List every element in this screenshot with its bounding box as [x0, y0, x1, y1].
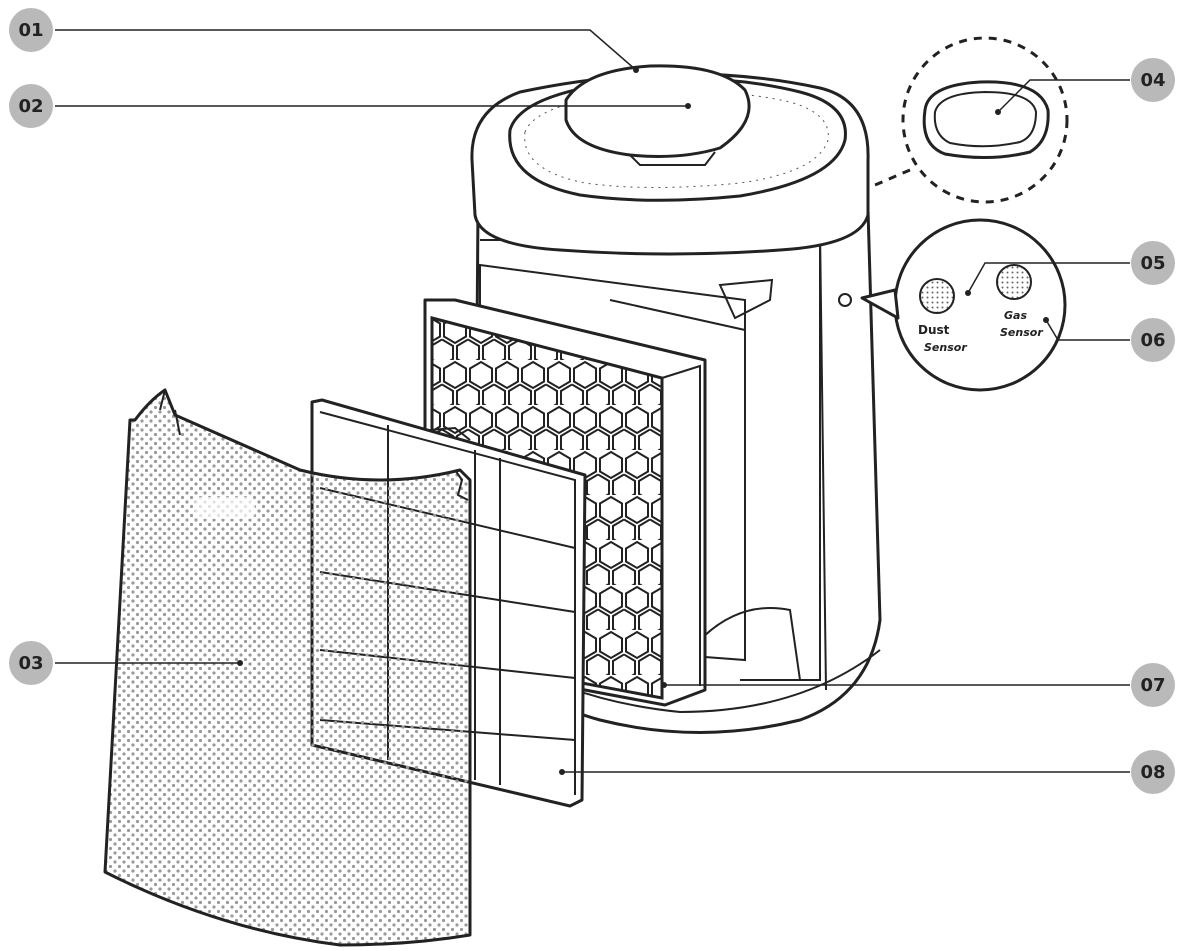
front-cover	[103, 388, 472, 947]
leader-lines	[55, 29, 1130, 775]
svg-text:07: 07	[1140, 675, 1165, 696]
svg-text:06: 06	[1140, 330, 1165, 351]
callout-06: 06	[1131, 318, 1175, 362]
svg-text:03: 03	[18, 653, 43, 674]
callout-01: 01	[9, 8, 53, 52]
callout-04: 04	[1131, 58, 1175, 102]
dust-sensor-label: Dust	[918, 323, 950, 337]
svg-text:08: 08	[1140, 762, 1165, 783]
gas-sensor-icon	[996, 264, 1032, 300]
callout-05: 05	[1131, 241, 1175, 285]
callout-07: 07	[1131, 663, 1175, 707]
dust-sensor-icon	[919, 278, 955, 314]
gas-sensor-label-2: Sensor	[1000, 326, 1043, 339]
callout-02: 02	[9, 84, 53, 128]
svg-text:01: 01	[18, 20, 43, 41]
dust-sensor-label-2: Sensor	[924, 341, 967, 354]
detail-bubble-sensor-window	[874, 36, 1069, 204]
svg-text:04: 04	[1140, 70, 1165, 91]
gas-sensor-label: Gas	[1004, 309, 1027, 322]
svg-text:02: 02	[18, 96, 43, 117]
top-cap	[564, 64, 751, 166]
detail-bubble-sensors: Dust Sensor Gas Sensor	[860, 218, 1067, 392]
callout-08: 08	[1131, 750, 1175, 794]
svg-text:05: 05	[1140, 253, 1165, 274]
callout-03: 03	[9, 641, 53, 685]
